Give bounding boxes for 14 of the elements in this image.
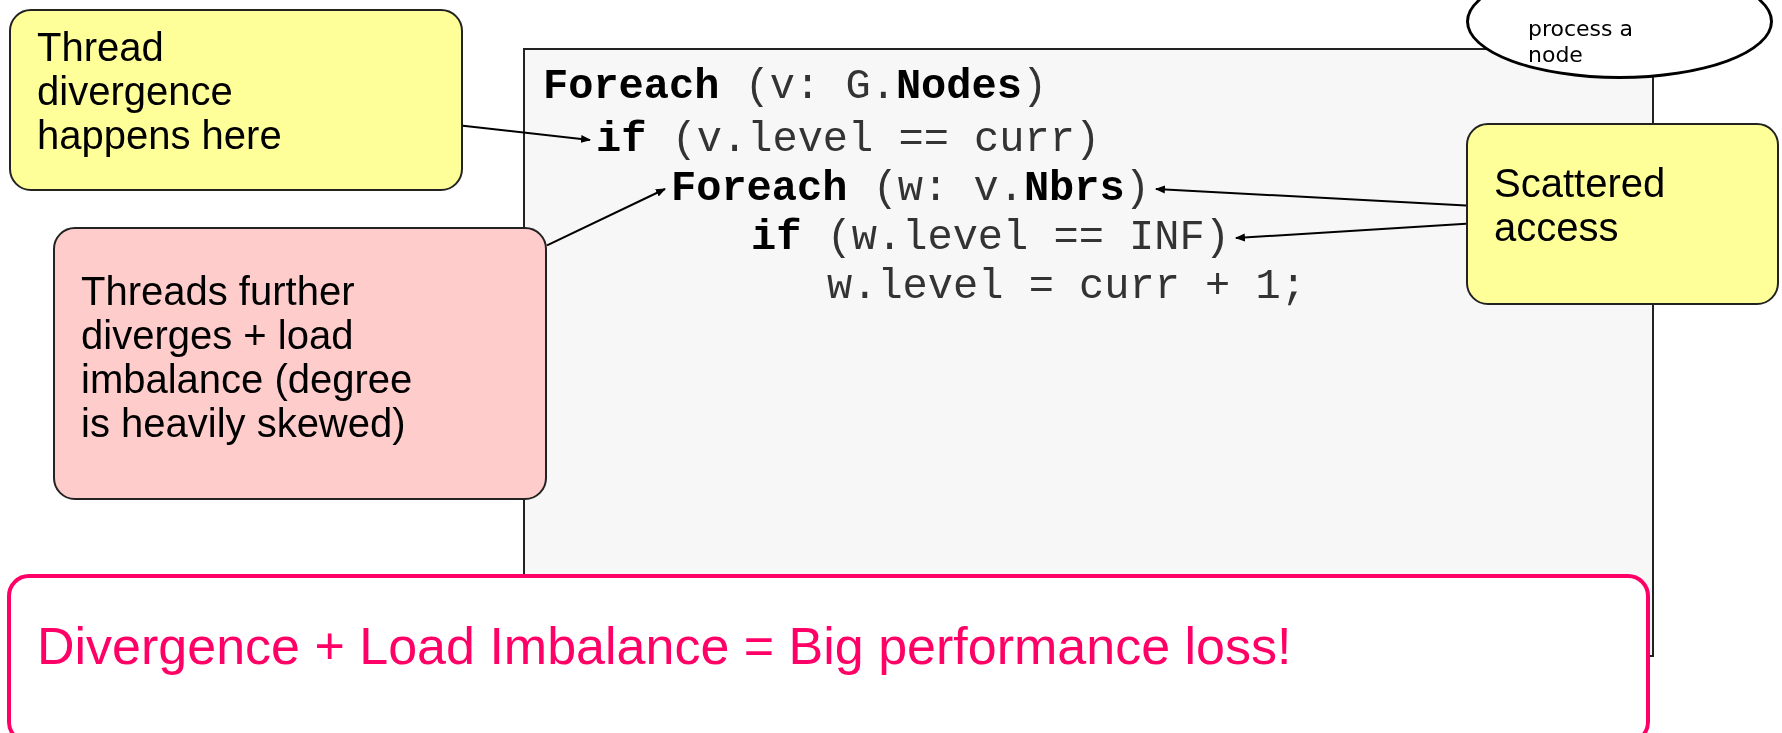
code-line: Foreach (w: v.Nbrs) (671, 165, 1150, 213)
callout-box: Scattered access (1466, 123, 1779, 305)
code-line: if (v.level == curr) (596, 116, 1101, 164)
arrow (1234, 222, 1467, 242)
note-ellipse: process a node (1466, 0, 1773, 79)
callout-box: Threads further diverges + load imbalance (degree is heavily skewed) (53, 227, 547, 500)
code-line: w.level = curr + 1; (827, 263, 1306, 311)
conclusion-box: Divergence + Load Imbalance = Big performance loss! (7, 574, 1650, 733)
code-line: if (w.level == INF) (751, 214, 1230, 262)
callout-box: Thread divergence happens here (9, 9, 463, 191)
code-line: Foreach (v: G.Nodes) (543, 63, 1048, 111)
arrow (462, 124, 591, 143)
arrow (546, 188, 666, 247)
arrow (1154, 185, 1467, 207)
